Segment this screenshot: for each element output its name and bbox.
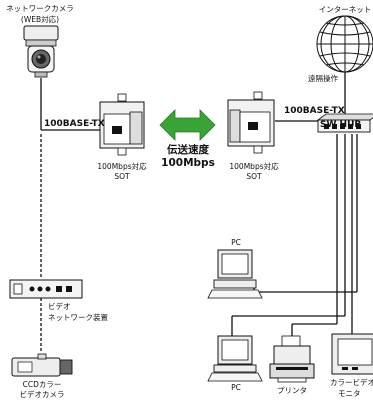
switching-hub-icon (316, 113, 373, 133)
label-transfer-speed: 伝送速度 (167, 143, 209, 156)
video-network-device-icon (9, 279, 83, 299)
label-sot-right-line2: SOT (246, 172, 262, 181)
label-video-device-line2: ネットワーク装置 (48, 312, 108, 322)
label-monitor-line1: カラービデオ (330, 377, 373, 387)
text-labels: ネットワークカメラ (WEB対応) インターネット 遠隔操作 100BASE-T… (6, 4, 373, 399)
internet-globe-icon (316, 15, 373, 73)
network-camera-icon (23, 25, 59, 78)
label-transfer-value: 100Mbps (161, 157, 215, 169)
label-pc-upper: PC (231, 238, 241, 247)
label-pc-lower: PC (231, 383, 241, 392)
label-monitor-line2: モニタ (338, 389, 361, 398)
label-ccd-camera-line2: ビデオカメラ (20, 389, 65, 399)
transfer-arrow-icon (159, 109, 216, 141)
video-monitor-icon (331, 333, 373, 375)
label-printer: プリンタ (277, 386, 307, 395)
label-remote-operation: 遠隔操作 (308, 73, 338, 83)
label-sot-right-line1: 100Mbps対応 (229, 161, 279, 171)
label-network-camera: ネットワークカメラ (6, 4, 74, 13)
sot-right-icon (227, 91, 275, 154)
label-internet: インターネット (319, 5, 372, 14)
label-video-device-line1: ビデオ (48, 301, 71, 311)
sot-left-icon (99, 93, 145, 156)
pc-lower-icon (207, 335, 263, 382)
label-sot-left-line1: 100Mbps対応 (97, 161, 147, 171)
label-sot-left-line2: SOT (114, 172, 130, 181)
ccd-camera-icon (11, 353, 73, 377)
label-100base-tx-left: 100BASE-TX (44, 119, 105, 129)
label-ccd-camera-line1: CCDカラー (23, 380, 62, 389)
connection-lines (40, 72, 358, 352)
printer-icon (269, 335, 315, 383)
label-sw-hub: SW HUB (320, 120, 361, 130)
label-network-camera-web: (WEB対応) (21, 14, 59, 24)
pc-upper-icon (207, 249, 263, 299)
label-100base-tx-right: 100BASE-TX (284, 106, 345, 116)
